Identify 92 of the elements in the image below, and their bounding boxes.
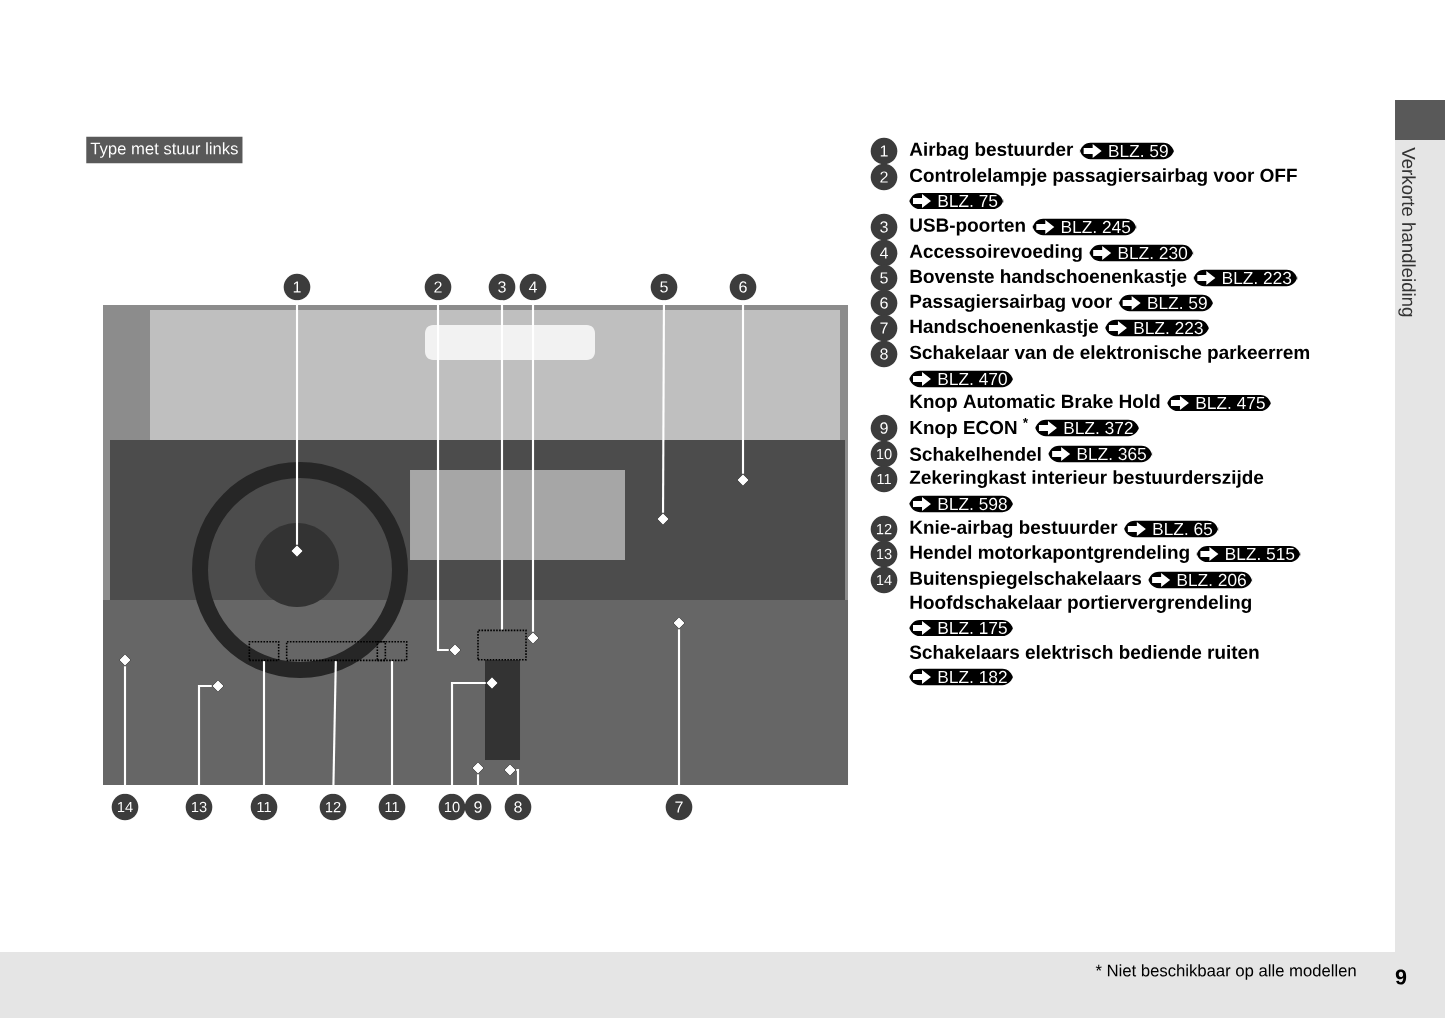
callout-number: 8 bbox=[504, 793, 532, 821]
leader-line bbox=[295, 300, 299, 545]
callout-number: 14 bbox=[111, 793, 139, 821]
item-text: Zekeringkast interieur bestuurderszijde bbox=[909, 470, 1264, 488]
item-text: Schakelhendel bbox=[909, 447, 1041, 461]
leader-line bbox=[332, 661, 337, 794]
leader-line bbox=[515, 768, 520, 794]
target-marker bbox=[656, 512, 670, 526]
target-marker bbox=[471, 761, 485, 775]
item-text: Passagiersairbag voor bbox=[910, 294, 1113, 312]
callout-number: 4 bbox=[870, 239, 898, 267]
callout-number: 7 bbox=[665, 793, 693, 821]
leader-line bbox=[741, 300, 745, 474]
page-reference: BLZ. 65 bbox=[1124, 520, 1219, 538]
target-marker bbox=[485, 676, 499, 690]
callout-number: 1 bbox=[283, 273, 311, 301]
callout-number: 2 bbox=[424, 273, 452, 301]
callout-number: 10 bbox=[438, 793, 466, 821]
target-outline bbox=[376, 640, 408, 662]
callout-number: 7 bbox=[870, 314, 898, 342]
item-text: Handschoenenkastje bbox=[910, 319, 1098, 337]
target-marker bbox=[736, 473, 750, 487]
target-marker bbox=[672, 616, 686, 630]
page-reference: BLZ. 365 bbox=[1048, 445, 1153, 463]
leader-line bbox=[500, 300, 504, 630]
leader-line bbox=[450, 681, 486, 794]
leader-line bbox=[123, 666, 127, 794]
page-number: 9 bbox=[1395, 969, 1407, 985]
item-text: Knop ECON $^{*}$ bbox=[910, 418, 1028, 438]
page-reference: BLZ. 230 bbox=[1089, 244, 1194, 262]
page-reference: BLZ. 475 bbox=[1167, 394, 1271, 412]
callout-number: 6 bbox=[870, 289, 898, 317]
callout-number: 9 bbox=[870, 414, 898, 442]
page-reference: BLZ. 223 bbox=[1193, 269, 1298, 287]
target-marker bbox=[526, 631, 540, 645]
side-tab: Verkorte handleiding bbox=[1395, 100, 1445, 952]
page-reference: BLZ. 175 bbox=[909, 619, 1013, 637]
callout-number: 14 bbox=[870, 566, 898, 594]
page-reference: BLZ. 59 bbox=[1118, 294, 1213, 312]
target-marker bbox=[118, 653, 132, 667]
callout-number: 3 bbox=[488, 273, 516, 301]
callout-number: 5 bbox=[870, 264, 898, 292]
callout-number: 13 bbox=[185, 793, 213, 821]
callout-number: 12 bbox=[870, 515, 898, 543]
item-text: Controlelampje passagiersairbag voor OFF bbox=[910, 168, 1297, 186]
callout-number: 3 bbox=[870, 213, 898, 241]
item-text: Knop Automatic Brake Hold bbox=[910, 394, 1160, 412]
callout-number: 5 bbox=[650, 273, 678, 301]
target-outline bbox=[248, 640, 280, 662]
callout-number: 4 bbox=[519, 273, 547, 301]
target-marker bbox=[503, 763, 517, 777]
leader-line bbox=[531, 300, 535, 632]
callout-number: 12 bbox=[319, 793, 347, 821]
item-text: Bovenste handschoenenkastje bbox=[910, 269, 1187, 287]
page-reference: BLZ. 75 bbox=[909, 192, 1004, 210]
leader-line bbox=[262, 661, 266, 794]
item-text: USB-poorten bbox=[910, 218, 1025, 236]
callout-number: 6 bbox=[729, 273, 757, 301]
item-text: Hoofdschakelaar portiervergrendeling bbox=[910, 595, 1251, 613]
leader-line bbox=[436, 300, 449, 652]
item-text: Airbag bestuurder bbox=[909, 142, 1074, 160]
item-text: Schakelaars elektrisch bediende ruiten bbox=[909, 645, 1259, 659]
page-reference: BLZ. 515 bbox=[1196, 545, 1301, 563]
leader-line bbox=[197, 684, 212, 794]
target-outline bbox=[285, 640, 387, 662]
callout-number: 11 bbox=[870, 465, 898, 493]
callout-number: 11 bbox=[378, 793, 406, 821]
page-reference: BLZ. 245 bbox=[1032, 218, 1137, 236]
page-reference: BLZ. 59 bbox=[1079, 142, 1174, 160]
target-marker bbox=[211, 679, 225, 693]
callout-number: 8 bbox=[870, 340, 898, 368]
callout-number: 11 bbox=[250, 793, 278, 821]
callout-number: 2 bbox=[870, 163, 898, 191]
callout-number: 10 bbox=[870, 440, 898, 468]
page-reference: BLZ. 206 bbox=[1148, 571, 1253, 589]
target-marker bbox=[448, 643, 462, 657]
item-text: Accessoirevoeding bbox=[909, 244, 1082, 262]
item-text: Knie-airbag bestuurder bbox=[910, 520, 1118, 538]
item-text: Schakelaar van de elektronische parkeerrem bbox=[909, 345, 1310, 363]
leader-line bbox=[476, 774, 480, 794]
target-outline bbox=[477, 629, 527, 661]
leader-line bbox=[661, 300, 665, 513]
tag-label: Type met stuur links bbox=[86, 136, 243, 164]
footnote: * Niet beschikbaar op alle modellen bbox=[1095, 964, 1356, 980]
callout-number: 1 bbox=[870, 137, 898, 165]
callout-number: 9 bbox=[464, 793, 492, 821]
item-text: Hendel motorkapontgrendeling bbox=[910, 545, 1189, 563]
leader-line bbox=[677, 629, 681, 794]
leader-line bbox=[390, 661, 394, 794]
target-marker bbox=[290, 544, 304, 558]
callout-number: 13 bbox=[870, 540, 898, 568]
item-text: Buitenspiegelschakelaars bbox=[910, 571, 1142, 589]
